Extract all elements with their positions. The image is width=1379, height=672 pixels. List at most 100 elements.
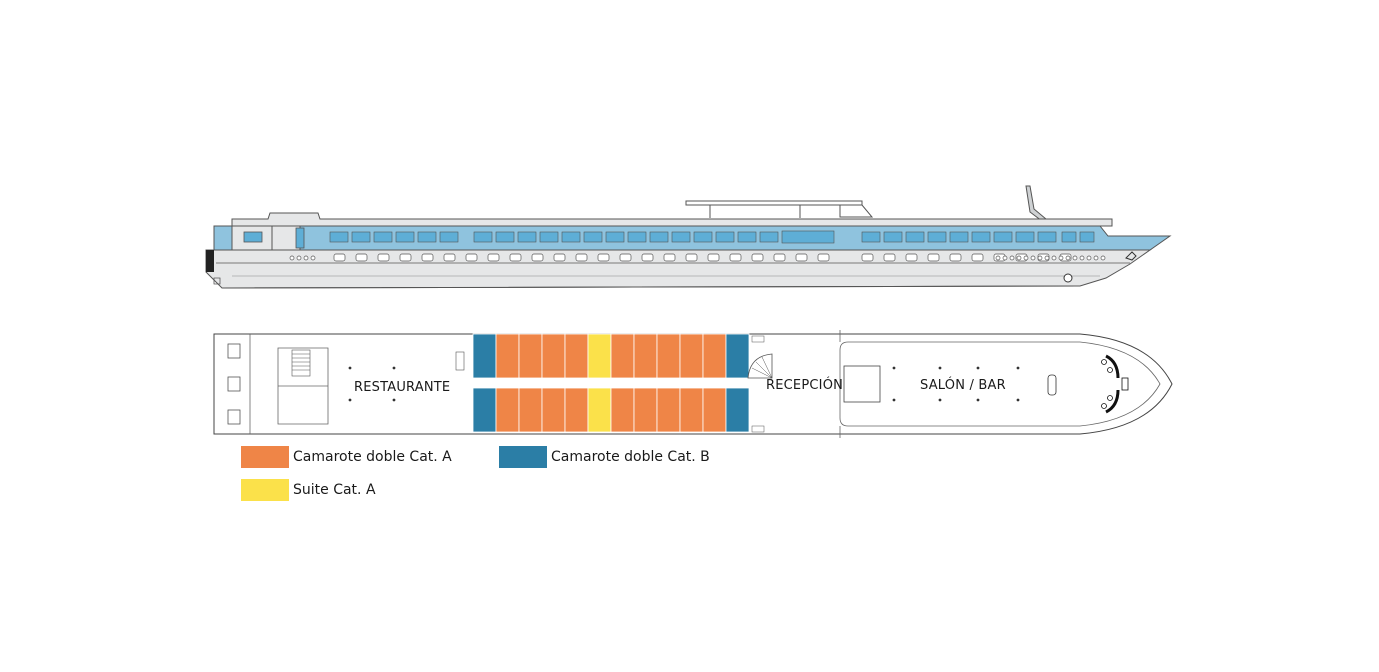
hull-window xyxy=(377,253,390,262)
hull-window xyxy=(443,253,456,262)
porthole xyxy=(1100,255,1106,261)
window xyxy=(927,231,947,243)
hull-window xyxy=(575,253,588,262)
stairs-icon xyxy=(291,349,311,377)
window xyxy=(495,231,515,243)
window xyxy=(693,231,713,243)
cabin-cat-a xyxy=(518,387,543,433)
window xyxy=(1061,231,1077,243)
hull-window xyxy=(773,253,786,262)
porthole xyxy=(1023,255,1029,261)
hull-window xyxy=(751,253,764,262)
legend-item-suite: Suite Cat. A xyxy=(241,479,376,501)
hull-window xyxy=(927,253,940,262)
deck-plan: RESTAURANTE RECEPCIÓN SALÓN / BAR xyxy=(213,330,1173,438)
porthole xyxy=(1093,255,1099,261)
window xyxy=(517,231,537,243)
legend-label-cat-b: Camarote doble Cat. B xyxy=(551,449,710,465)
window xyxy=(1037,231,1057,243)
cabin-cat-a xyxy=(518,333,543,379)
porthole xyxy=(303,255,309,261)
window xyxy=(737,231,757,243)
deck-outline xyxy=(213,333,1173,435)
spiral-stair-icon xyxy=(747,353,773,379)
hull-window xyxy=(817,253,830,262)
cabin-cat-a xyxy=(656,387,681,433)
window xyxy=(561,231,581,243)
cabin-cat-a xyxy=(633,333,658,379)
porthole xyxy=(1009,255,1015,261)
cabin-cat-a xyxy=(702,387,727,433)
window xyxy=(715,231,735,243)
cabin-grid xyxy=(472,333,750,433)
stern-dark-panel xyxy=(206,250,214,272)
window xyxy=(373,231,393,243)
window xyxy=(993,231,1013,243)
sun-deck-canopy xyxy=(685,200,863,206)
cabin-cat-a xyxy=(610,387,635,433)
window xyxy=(971,231,991,243)
porthole xyxy=(995,255,1001,261)
buffet-icon xyxy=(455,351,465,371)
cabin-cat-a xyxy=(541,387,566,433)
porthole xyxy=(1065,255,1071,261)
cabin-cat-b xyxy=(472,333,497,379)
restaurant-label: RESTAURANTE xyxy=(354,380,450,395)
window xyxy=(583,231,603,243)
window xyxy=(861,231,881,243)
hull-window xyxy=(905,253,918,262)
mast xyxy=(1025,185,1047,222)
porthole xyxy=(1002,255,1008,261)
hull-window xyxy=(795,253,808,262)
cabin-cat-b xyxy=(725,333,750,379)
upper-deck xyxy=(231,212,1113,227)
legend-item-cat-a: Camarote doble Cat. A xyxy=(241,446,452,468)
hull-window xyxy=(355,253,368,262)
cabin-cat-a xyxy=(702,333,727,379)
hull-window xyxy=(333,253,346,262)
porthole xyxy=(1030,255,1036,261)
cabin-cat-a xyxy=(633,387,658,433)
hull xyxy=(205,249,1152,289)
hull-window-row xyxy=(333,253,1072,262)
legend-label-suite: Suite Cat. A xyxy=(293,482,376,498)
logo-mark xyxy=(1125,251,1137,261)
porthole xyxy=(1058,255,1064,261)
bar-counter-icon xyxy=(1047,374,1057,396)
window xyxy=(883,231,903,243)
porthole xyxy=(1086,255,1092,261)
window xyxy=(905,231,925,243)
porthole xyxy=(1072,255,1078,261)
window xyxy=(949,231,969,243)
porthole xyxy=(1079,255,1085,261)
porthole xyxy=(1044,255,1050,261)
hull-window xyxy=(597,253,610,262)
window xyxy=(351,231,371,243)
lounge-outline xyxy=(839,341,1161,427)
cabin-cat-a xyxy=(610,333,635,379)
cabin-cat-a xyxy=(495,333,520,379)
window xyxy=(605,231,625,243)
cabin-cat-a xyxy=(495,387,520,433)
hull-window xyxy=(883,253,896,262)
hull-window xyxy=(509,253,522,262)
hull-window xyxy=(531,253,544,262)
window xyxy=(627,231,647,243)
lounge-label: SALÓN / BAR xyxy=(920,377,1006,393)
reception-label: RECEPCIÓN xyxy=(766,377,843,393)
hull-window xyxy=(641,253,654,262)
cabin-cat-a xyxy=(564,387,589,433)
cabin-cat-a xyxy=(541,333,566,379)
legend-label-cat-a: Camarote doble Cat. A xyxy=(293,449,452,465)
porthole xyxy=(1037,255,1043,261)
hull-window xyxy=(707,253,720,262)
cabin-cat-b xyxy=(472,387,497,433)
hull-window xyxy=(421,253,434,262)
porthole xyxy=(1051,255,1057,261)
legend-swatch-cat-a xyxy=(241,446,289,468)
window xyxy=(439,231,459,243)
cabin-cat-b xyxy=(725,387,750,433)
porthole xyxy=(289,255,295,261)
porthole xyxy=(1016,255,1022,261)
